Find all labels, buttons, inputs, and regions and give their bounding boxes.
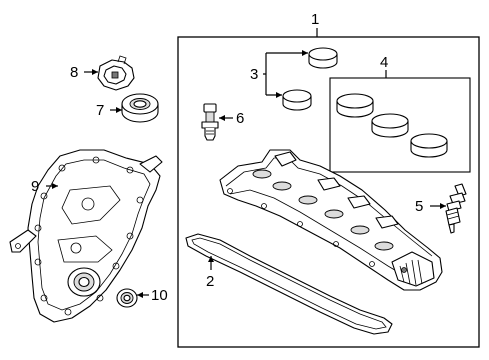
seal-set-box — [329, 77, 471, 173]
stud-sensor — [445, 183, 467, 234]
assembly-frame — [177, 36, 480, 348]
camshaft-sensor-ring — [97, 55, 135, 91]
seal-upper — [308, 47, 338, 69]
callout-8: 8 — [70, 64, 78, 81]
callout-9: 9 — [31, 178, 39, 195]
callout-7: 7 — [96, 102, 104, 119]
callout-2: 2 — [206, 273, 214, 290]
callout-3: 3 — [250, 66, 258, 83]
crankshaft-front-seal — [116, 288, 138, 308]
callout-6: 6 — [236, 110, 244, 127]
seal-b — [371, 113, 409, 138]
valve-cover — [219, 149, 443, 291]
callout-10: 10 — [151, 287, 168, 304]
leader-3 — [263, 52, 308, 96]
seal-c — [410, 133, 448, 158]
timing-cover — [9, 149, 163, 323]
pcv-valve — [201, 103, 219, 141]
spark-plug-tube-seal-set — [336, 93, 448, 158]
callout-5: 5 — [415, 198, 423, 215]
seal-lower — [282, 89, 312, 111]
tube-seals — [282, 47, 338, 111]
valve-cover-gasket — [185, 233, 393, 335]
callout-1: 1 — [311, 11, 319, 28]
seal-a — [336, 93, 374, 118]
front-seal-ring — [121, 93, 159, 123]
callout-4: 4 — [380, 54, 388, 71]
